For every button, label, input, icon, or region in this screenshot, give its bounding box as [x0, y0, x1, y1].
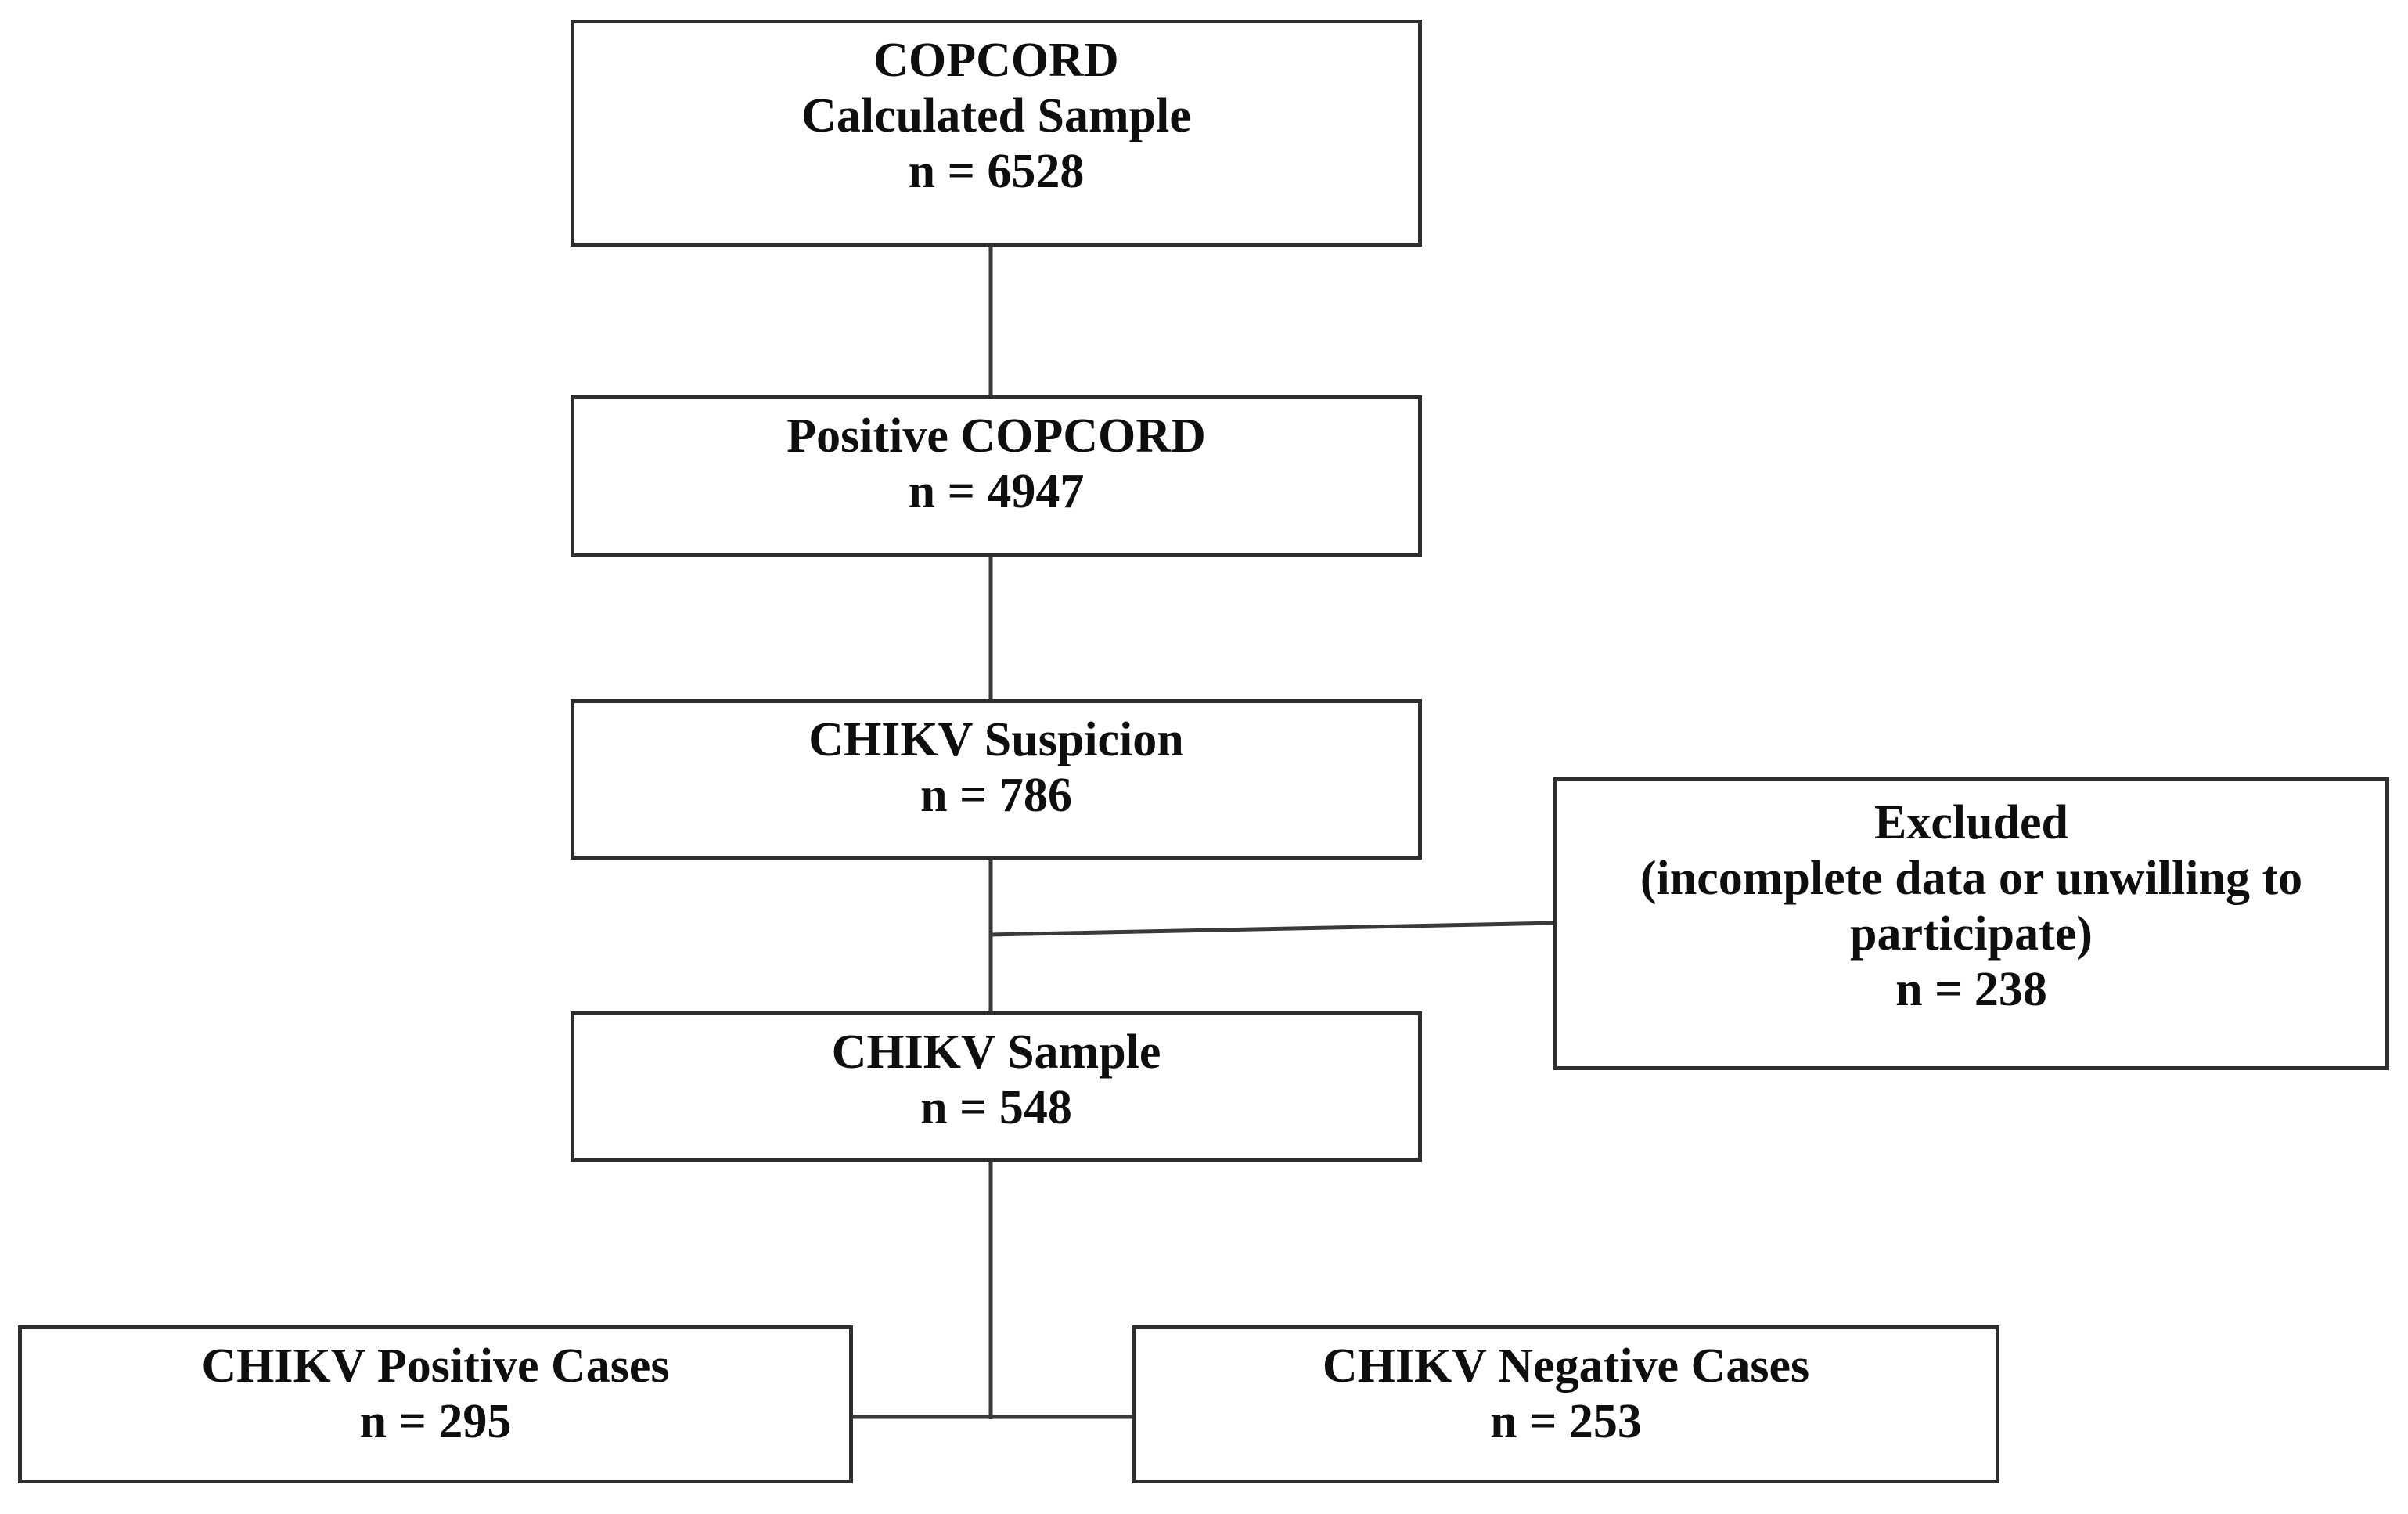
node-title: Positive COPCORD	[786, 409, 1206, 463]
node-title: CHIKV Positive Cases	[201, 1339, 670, 1393]
node-count: n = 6528	[908, 145, 1085, 198]
node-title: CHIKV Sample	[831, 1026, 1161, 1079]
node-chikv-negative-cases: CHIKV Negative Cases n = 253	[1132, 1325, 1999, 1483]
node-count: n = 253	[1490, 1395, 1642, 1448]
node-count: n = 4947	[908, 465, 1085, 518]
node-count: n = 295	[359, 1395, 512, 1448]
node-chikv-sample: CHIKV Sample n = 548	[571, 1011, 1422, 1162]
node-chikv-suspicion: CHIKV Suspicion n = 786	[571, 699, 1422, 860]
node-count: n = 548	[920, 1081, 1072, 1134]
node-title: CHIKV Negative Cases	[1322, 1339, 1810, 1393]
node-title: CHIKV Suspicion	[808, 713, 1184, 766]
node-count: n = 786	[920, 769, 1072, 822]
edge-suspicion-to-excluded	[990, 921, 1557, 937]
node-positive-copcord: Positive COPCORD n = 4947	[571, 395, 1422, 557]
node-subtitle: Calculated Sample	[801, 89, 1191, 142]
node-subtitle: (incomplete data or unwilling to partici…	[1640, 852, 2303, 961]
node-title: COPCORD	[873, 34, 1119, 87]
node-title: Excluded	[1873, 796, 2069, 849]
node-copcord-calculated-sample: COPCORD Calculated Sample n = 6528	[571, 20, 1422, 247]
node-chikv-positive-cases: CHIKV Positive Cases n = 295	[18, 1325, 853, 1483]
node-count: n = 238	[1895, 963, 2047, 1016]
node-excluded: Excluded (incomplete data or unwilling t…	[1553, 777, 2389, 1070]
